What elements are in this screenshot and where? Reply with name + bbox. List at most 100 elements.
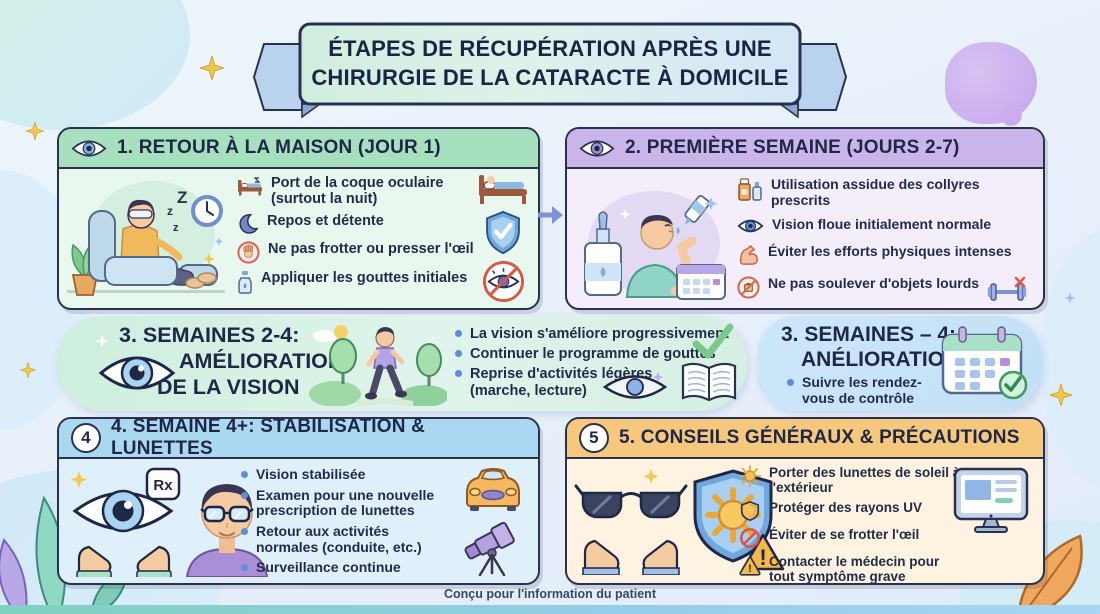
sparkle-icon	[95, 334, 109, 348]
step1-card: 1. RETOUR À LA MAISON (JOUR 1)	[57, 127, 540, 310]
step5-title: 5. CONSEILS GÉNÉRAUX & PRÉCAUTIONS	[619, 427, 1020, 448]
sparkle-icon	[1064, 292, 1076, 304]
background-blob-right-mid	[1040, 230, 1100, 490]
step2-header: 2. PREMIÈRE SEMAINE (JOURS 2-7)	[567, 129, 1043, 169]
telescope-icon	[464, 521, 515, 577]
step1-side-icons	[474, 171, 532, 303]
list-item: La vision s'améliore progressivement	[455, 326, 747, 342]
step1-header: 1. RETOUR À LA MAISON (JOUR 1)	[59, 129, 538, 169]
sparkle-icon	[20, 362, 36, 378]
list-item-text: Éviter les efforts physiques intenses	[768, 243, 1012, 260]
sparkle-icon	[200, 56, 224, 80]
list-item-text: Port de la coque oculaire (surtout la nu…	[271, 175, 444, 208]
eye-drop-bottle-icon	[238, 271, 252, 295]
sun-icon	[739, 465, 761, 487]
svg-text:z: z	[167, 204, 173, 218]
eye-icon	[737, 220, 764, 233]
list-item: Porter des lunettes de soleil à l'extéri…	[739, 465, 961, 495]
step5-number-badge: 5	[579, 423, 609, 453]
car-icon	[466, 468, 520, 511]
step3-right-title-line1: 3. SEMAINES – 4:	[781, 323, 957, 346]
sparkle-icon	[26, 122, 44, 140]
page-title: ÉTAPES DE RÉCUPÉRATION APRÈS UNE CHIRURG…	[290, 34, 810, 92]
step3-right-title-line2: ANÉLIORATION	[801, 348, 960, 371]
list-item-text: Éviter de se frotter l'œil	[769, 527, 920, 543]
moon-icon	[239, 214, 259, 235]
list-item: Vision floue initialement normale	[737, 217, 1037, 235]
list-item-text: Porter des lunettes de soleil à l'extéri…	[769, 465, 961, 496]
arrow-right-icon	[538, 206, 563, 224]
step3-right-band: 3. SEMAINES – 4: ANÉLIORATION Suivre les…	[757, 316, 1041, 411]
bed-icon	[479, 175, 527, 204]
step4-number-badge: 4	[71, 423, 101, 453]
list-item-text: Utilisation assidue des collyres prescri…	[771, 176, 980, 208]
list-item: ! Contacter le médecin pour tout symptôm…	[739, 554, 961, 585]
list-item-text: Repos et détente	[267, 213, 384, 230]
eye-icon	[602, 372, 668, 399]
step2-card: 2. PREMIÈRE SEMAINE (JOURS 2-7)	[565, 127, 1045, 310]
list-item-text: Vision floue initialement normale	[772, 216, 992, 233]
resting-person-illustration: z Z z	[67, 181, 225, 296]
step1-bullet-list: Port de la coque oculaire (surtout la nu…	[237, 175, 489, 295]
sparkle-icon	[1050, 384, 1072, 406]
list-item: Examen pour une nouvelle prescription de…	[241, 486, 453, 519]
step3-left-title-line1: 3. SEMAINES 2-4:	[119, 323, 300, 347]
svg-text:z: z	[173, 222, 179, 234]
page-title-line2: CHIRURGIE DE LA CATARACTE À DOMICILE	[311, 65, 789, 91]
hands-eye-rx-illustration: Rx	[70, 467, 181, 577]
step3-left-title-line2: AMÉLIORATION	[179, 349, 344, 373]
list-item: Reprise d'activités légères (marche, lec…	[455, 366, 685, 398]
purple-dot	[1000, 104, 1022, 126]
step4-header: 4 4. SEMAINE 4+: STABILISATION & LUNETTE…	[59, 419, 538, 459]
list-item: Surveillance continue	[241, 560, 453, 576]
step4-card: 4 4. SEMAINE 4+: STABILISATION & LUNETTE…	[57, 417, 540, 585]
list-item-text: Vision stabilisée	[256, 466, 366, 482]
hands-sunglasses-illustration	[574, 469, 688, 575]
list-item-text: Examen pour une nouvelle prescription de…	[256, 486, 435, 519]
eye-icon	[579, 139, 615, 157]
step3-left-title-line3: DE LA VISION	[157, 375, 300, 399]
list-item-text: Appliquer les gouttes initiales	[261, 270, 468, 287]
list-item: Suivre les rendez-vous de contrôle	[787, 374, 942, 406]
calendar-check-icon	[941, 326, 1028, 400]
list-item-text: Surveillance continue	[256, 559, 401, 576]
footer-note: Conçu pour l'information du patient	[444, 587, 656, 601]
list-item: Continuer le programme de gouttes	[455, 346, 747, 362]
list-item-text: Retour aux activités normales (conduite,…	[256, 523, 422, 555]
list-item: Éviter les efforts physiques intenses	[737, 244, 1037, 267]
svg-text:!: !	[759, 545, 766, 570]
no-eye-icon	[482, 260, 524, 303]
shield-check-icon	[486, 210, 520, 255]
checkmark-icon	[692, 323, 734, 359]
svg-text:Rx: Rx	[153, 477, 173, 494]
monitor-icon	[953, 467, 1029, 533]
step1-title: 1. RETOUR À LA MAISON (JOUR 1)	[117, 137, 441, 158]
list-item: Utilisation assidue des collyres prescri…	[737, 176, 1037, 208]
list-item: Ne pas soulever d'objets lourds	[737, 276, 1037, 302]
bed-icon	[238, 177, 262, 196]
list-item: Protéger des rayons UV	[739, 500, 961, 522]
list-item-text: Ne pas frotter ou presser l'œil	[268, 241, 474, 258]
list-item-text: Contacter le médecin pour tout symptôme …	[769, 554, 940, 585]
uv-shield-warning-illustration: !	[693, 469, 785, 571]
step2-bullet-list: Utilisation assidue des collyres prescri…	[737, 176, 1037, 302]
step5-card: 5 5. CONSEILS GÉNÉRAUX & PRÉCAUTIONS	[565, 417, 1045, 585]
bottom-accent-strip	[0, 605, 1100, 614]
list-item-text: Protéger des rayons UV	[769, 500, 923, 516]
step5-bullet-list: Porter des lunettes de soleil à l'extéri…	[739, 465, 961, 585]
list-item: Repos et détente	[237, 213, 489, 235]
list-item-text: Reprise d'activités légères (marche, lec…	[470, 366, 653, 399]
title-ribbon	[252, 22, 848, 119]
leaves-decoration-left	[0, 495, 130, 614]
no-lift-icon	[737, 276, 760, 299]
step2-title: 2. PREMIÈRE SEMAINE (JOURS 2-7)	[625, 137, 960, 158]
step5-header: 5 5. CONSEILS GÉNÉRAUX & PRÉCAUTIONS	[567, 419, 1043, 459]
list-item: Port de la coque oculaire (surtout la nu…	[237, 175, 489, 207]
eye-icon	[71, 139, 107, 157]
walking-person-illustration	[309, 325, 447, 406]
muscle-arm-icon	[739, 245, 759, 266]
medicine-bottles-icon	[738, 178, 762, 201]
eye-drops-person-illustration	[584, 191, 726, 300]
list-item: Ne pas frotter ou presser l'œil	[237, 241, 489, 265]
